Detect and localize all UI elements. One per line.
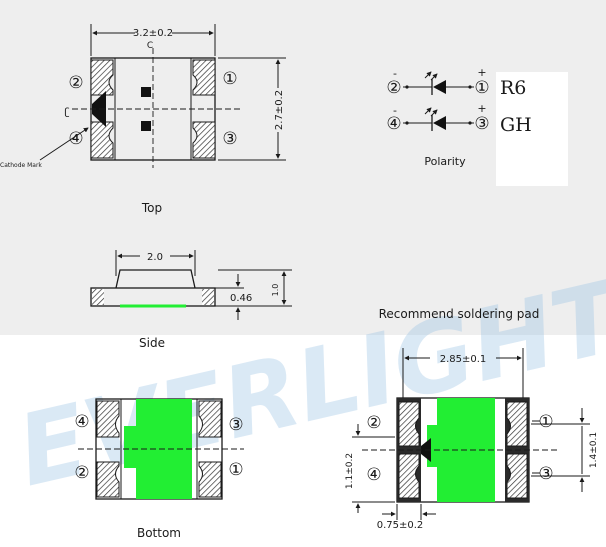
pad-pin-1: ① bbox=[538, 412, 553, 432]
pad-pin-4: ④ bbox=[366, 465, 381, 485]
polarity-r1-left-pin: ② bbox=[386, 78, 401, 98]
polarity-r2-left-pin: ④ bbox=[386, 114, 401, 134]
top-left-centerline-mark: ʗ bbox=[64, 107, 69, 118]
bottom-view-title: Bottom bbox=[137, 526, 181, 540]
side-view: 2.0 0.46 1.0 Side bbox=[90, 250, 292, 350]
top-pin-1: ① bbox=[222, 69, 237, 89]
top-view-title: Top bbox=[141, 201, 162, 215]
top-pin-3: ③ bbox=[222, 129, 237, 149]
polarity-r1-minus: - bbox=[393, 67, 397, 80]
centerline-mark: C bbox=[147, 41, 153, 51]
pad-pin-3: ③ bbox=[538, 464, 553, 484]
polarity-r1-right-pin: ① bbox=[474, 78, 489, 98]
bottom-pin-2: ② bbox=[74, 463, 89, 483]
side-height-dim: 1.0 bbox=[271, 284, 280, 297]
pad-pin-spacing-dim: 1.4±0.1 bbox=[589, 432, 599, 468]
bottom-pin-3: ③ bbox=[228, 415, 243, 435]
polarity-diagram: - ② + ① R6 - ④ + ③ GH Polarity bbox=[386, 66, 531, 168]
side-view-title: Side bbox=[139, 336, 165, 350]
pad-width-small-dim: 0.75±0.2 bbox=[377, 520, 424, 531]
side-width-dim: 2.0 bbox=[147, 252, 163, 263]
top-width-dim: 3.2±0.2 bbox=[133, 28, 173, 39]
soldering-pad-drawing: 2.85±0.1 1.4±0.1 1.1±0.2 bbox=[345, 348, 599, 531]
pad-height-dim: 1.1±0.2 bbox=[345, 453, 355, 489]
top-height-dim: 2.7±0.2 bbox=[274, 90, 285, 130]
soldering-pad-title: Recommend soldering pad bbox=[379, 307, 540, 321]
polarity-r2-code: GH bbox=[500, 114, 532, 136]
pad-pin-2: ② bbox=[366, 413, 381, 433]
bottom-pin-4: ④ bbox=[74, 412, 89, 432]
label-whiteout bbox=[496, 72, 568, 186]
bottom-pin-1: ① bbox=[228, 460, 243, 480]
polarity-title: Polarity bbox=[424, 155, 466, 168]
polarity-r2-right-pin: ③ bbox=[474, 114, 489, 134]
pad-width-dim: 2.85±0.1 bbox=[440, 354, 487, 365]
top-view: 3.2±0.2 C 2.7±0.2 ② ① ④ ③ ʗ Cathode bbox=[0, 24, 286, 215]
polarity-r2-minus: - bbox=[393, 104, 397, 117]
cathode-mark-label: Cathode Mark bbox=[0, 162, 42, 169]
top-pin-2: ② bbox=[68, 73, 83, 93]
polarity-r2-plus: + bbox=[477, 102, 486, 115]
polarity-r1-code: R6 bbox=[500, 77, 526, 99]
polarity-r1-plus: + bbox=[477, 66, 486, 79]
side-thickness-dim: 0.46 bbox=[230, 293, 252, 304]
bottom-view: ④ ③ ② ① Bottom bbox=[74, 398, 244, 540]
